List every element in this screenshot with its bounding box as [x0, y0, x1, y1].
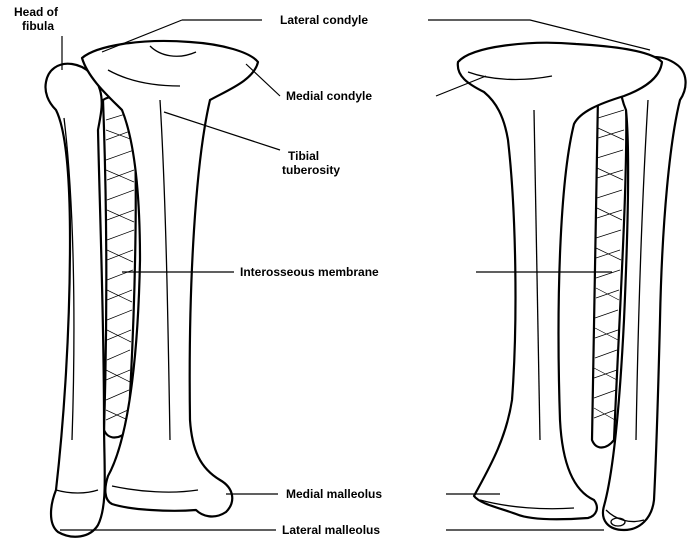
head-of-fibula-label-line1: Head of	[14, 5, 59, 19]
posterior-view	[458, 43, 686, 530]
tibial-tuberosity-label-line2: tuberosity	[282, 163, 340, 177]
lateral-malleolus-label: Lateral malleolus	[282, 523, 380, 537]
medial-malleolus-label: Medial malleolus	[286, 487, 382, 501]
medial-condyle-label: Medial condyle	[286, 89, 372, 103]
fibula-left	[45, 64, 104, 537]
interosseous-membrane-label: Interosseous membrane	[240, 265, 379, 279]
head-of-fibula-label-line2: fibula	[22, 19, 54, 33]
anterior-view	[45, 41, 258, 537]
tibial-tuberosity-label-line1: Tibial	[288, 149, 319, 163]
lateral-condyle-label: Lateral condyle	[280, 13, 368, 27]
